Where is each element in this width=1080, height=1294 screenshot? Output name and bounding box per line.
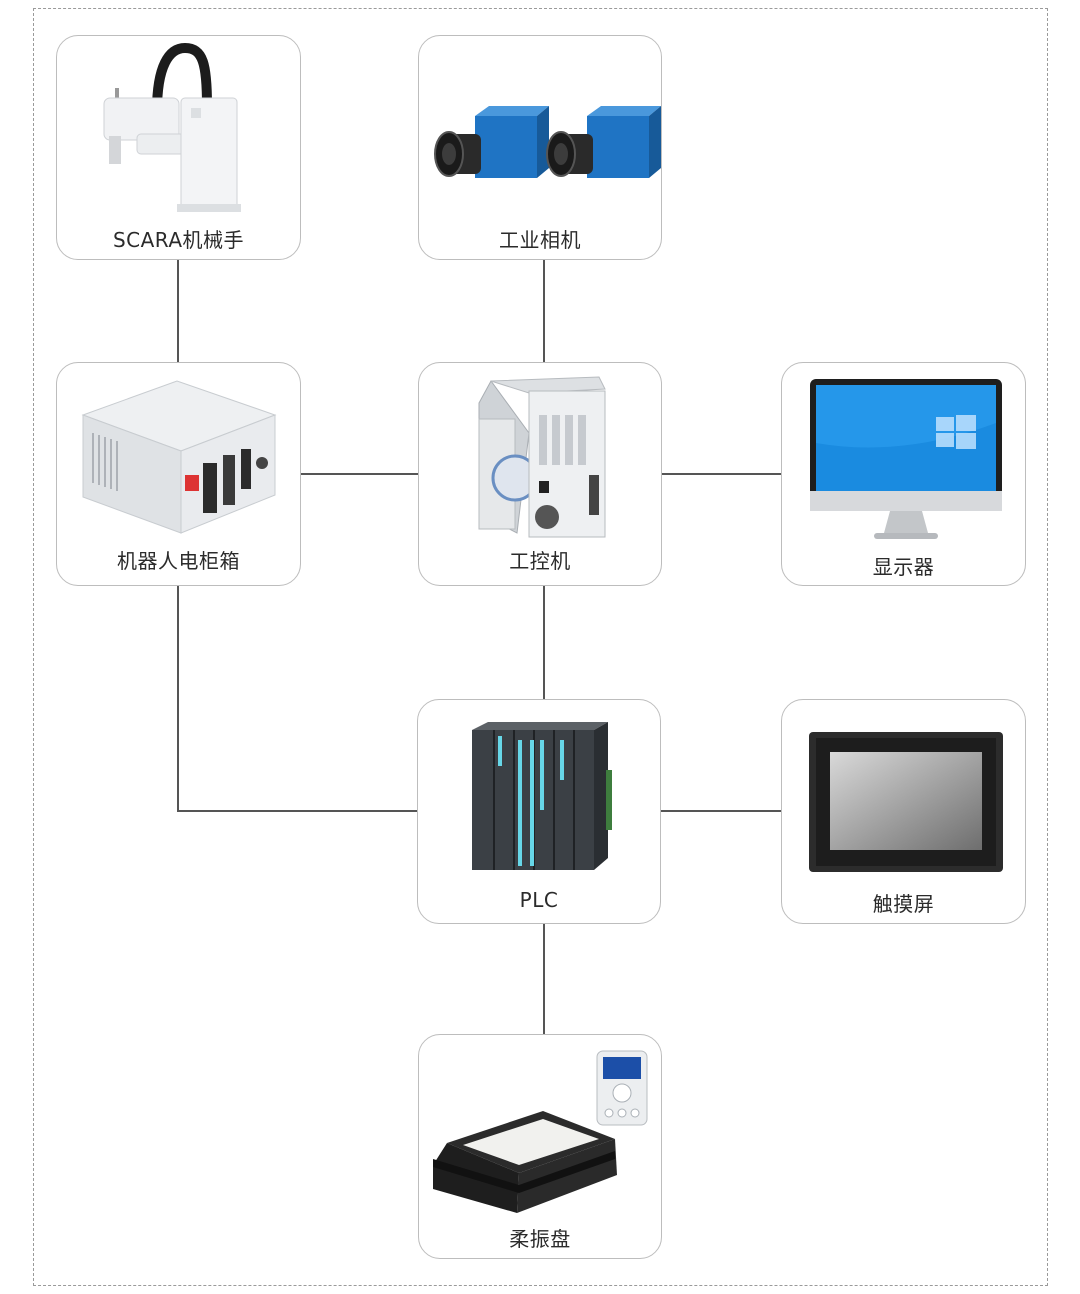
node-label: SCARA机械手 (112, 228, 245, 252)
node-label: 工控机 (509, 549, 571, 573)
node-label: PLC (519, 888, 559, 912)
industrial-pc-icon (478, 376, 606, 538)
diagram-frame (33, 8, 1048, 1286)
node-ipc: 工控机 (418, 362, 662, 586)
scara-robot-icon (103, 42, 241, 212)
node-label: 显示器 (872, 555, 935, 579)
node-label: 柔振盘 (509, 1227, 571, 1251)
node-cabinet: 机器人电柜箱 (56, 362, 301, 586)
node-label: 工业相机 (499, 228, 581, 252)
feeder-controller (596, 1050, 648, 1126)
industrial-camera-icon (434, 106, 661, 178)
camera-unit (434, 106, 549, 178)
node-label: 机器人电柜箱 (117, 549, 240, 573)
plc-icon (472, 722, 612, 870)
robot-control-cabinet-icon (81, 380, 277, 534)
touchscreen-icon (809, 732, 1003, 872)
node-monitor: 显示器 (781, 362, 1026, 586)
wire-cabinet-plc (177, 586, 417, 812)
camera-unit (546, 106, 661, 178)
monitor-icon (810, 379, 1002, 539)
node-hmi: 触摸屏 (781, 699, 1026, 924)
node-scara: SCARA机械手 (56, 35, 301, 260)
node-plc: PLC (417, 699, 661, 924)
node-feeder: 柔振盘 (418, 1034, 662, 1259)
node-camera: 工业相机 (418, 35, 662, 260)
flexible-feeder-icon (433, 1050, 648, 1213)
node-label: 触摸屏 (872, 892, 935, 916)
